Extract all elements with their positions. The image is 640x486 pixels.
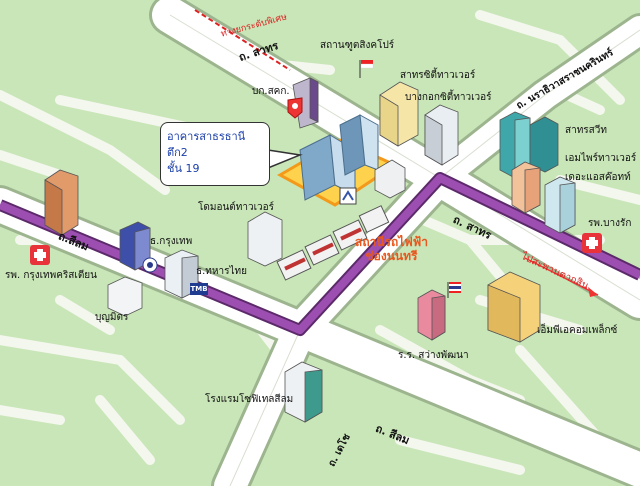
- station-line2: ช่องนนทรี: [365, 249, 418, 263]
- label-hotel-silom: โรงแรมโซฟิเทลสีลม: [205, 394, 294, 405]
- label-pm-complex: เอ็มพีเอคอมเพล็กซ์: [537, 325, 618, 336]
- bts-station-icon: [339, 187, 357, 205]
- taksin-arrow-icon: [524, 257, 599, 297]
- callout-line2: ชั้น 19: [167, 162, 200, 175]
- bts-station-label: สถานีรถไฟฟ้า ช่องนนทรี: [355, 235, 428, 263]
- police-badge-icon: [287, 97, 303, 119]
- label-boonmitr: บุญมิตร: [95, 312, 129, 323]
- label-bangkok-bank: ธ.กรุงเทพ: [150, 236, 193, 247]
- label-sathorn-city-tower: สาทรซิตี้ทาวเวอร์: [400, 70, 476, 81]
- label-sawang-school: ร.ร. สว่างพัฒนา: [398, 350, 469, 361]
- bangkok-bank-logo-icon: [142, 257, 158, 273]
- label-empire-tower: เอมไพร์ทาวเวอร์: [565, 153, 637, 164]
- target-callout: อาคารสาธรธานี ตึก2 ชั้น 19: [160, 122, 270, 186]
- target-building: [276, 114, 399, 207]
- label-tmb-bank: ธ.ทหารไทย: [196, 266, 247, 277]
- thai-flag-icon: [447, 282, 461, 298]
- label-bangkok-city-tower: บางกอกซิตี้ทาวเวอร์: [405, 92, 492, 103]
- tmb-logo-icon: TMB: [190, 283, 208, 295]
- label-bangrak-hospital: รพ.บางรัก: [588, 218, 632, 229]
- label-the-address: เดอะแอสค๊อทท์: [565, 172, 631, 183]
- label-police: บก.สคก.: [252, 86, 290, 97]
- callout-line1: อาคารสาธรธานี ตึก2: [167, 130, 246, 159]
- singapore-flag-icon: [359, 60, 374, 78]
- buildings: [44, 77, 576, 423]
- hospital-right-icon: [582, 233, 602, 253]
- label-singapore-embassy: สถานฑูตสิงคโปร์: [320, 40, 395, 51]
- label-sathorn-square: สาทรสวีท: [565, 125, 607, 136]
- hospital-left-icon: [30, 245, 50, 265]
- label-bnh-hospital: รพ. กรุงเทพคริสเตียน: [5, 270, 98, 281]
- flyover-line: [194, 9, 291, 71]
- label-dome-tower: โดมอนต์ทาวเวอร์: [198, 202, 275, 213]
- bts-train: [276, 205, 390, 281]
- station-line1: สถานีรถไฟฟ้า: [355, 235, 429, 249]
